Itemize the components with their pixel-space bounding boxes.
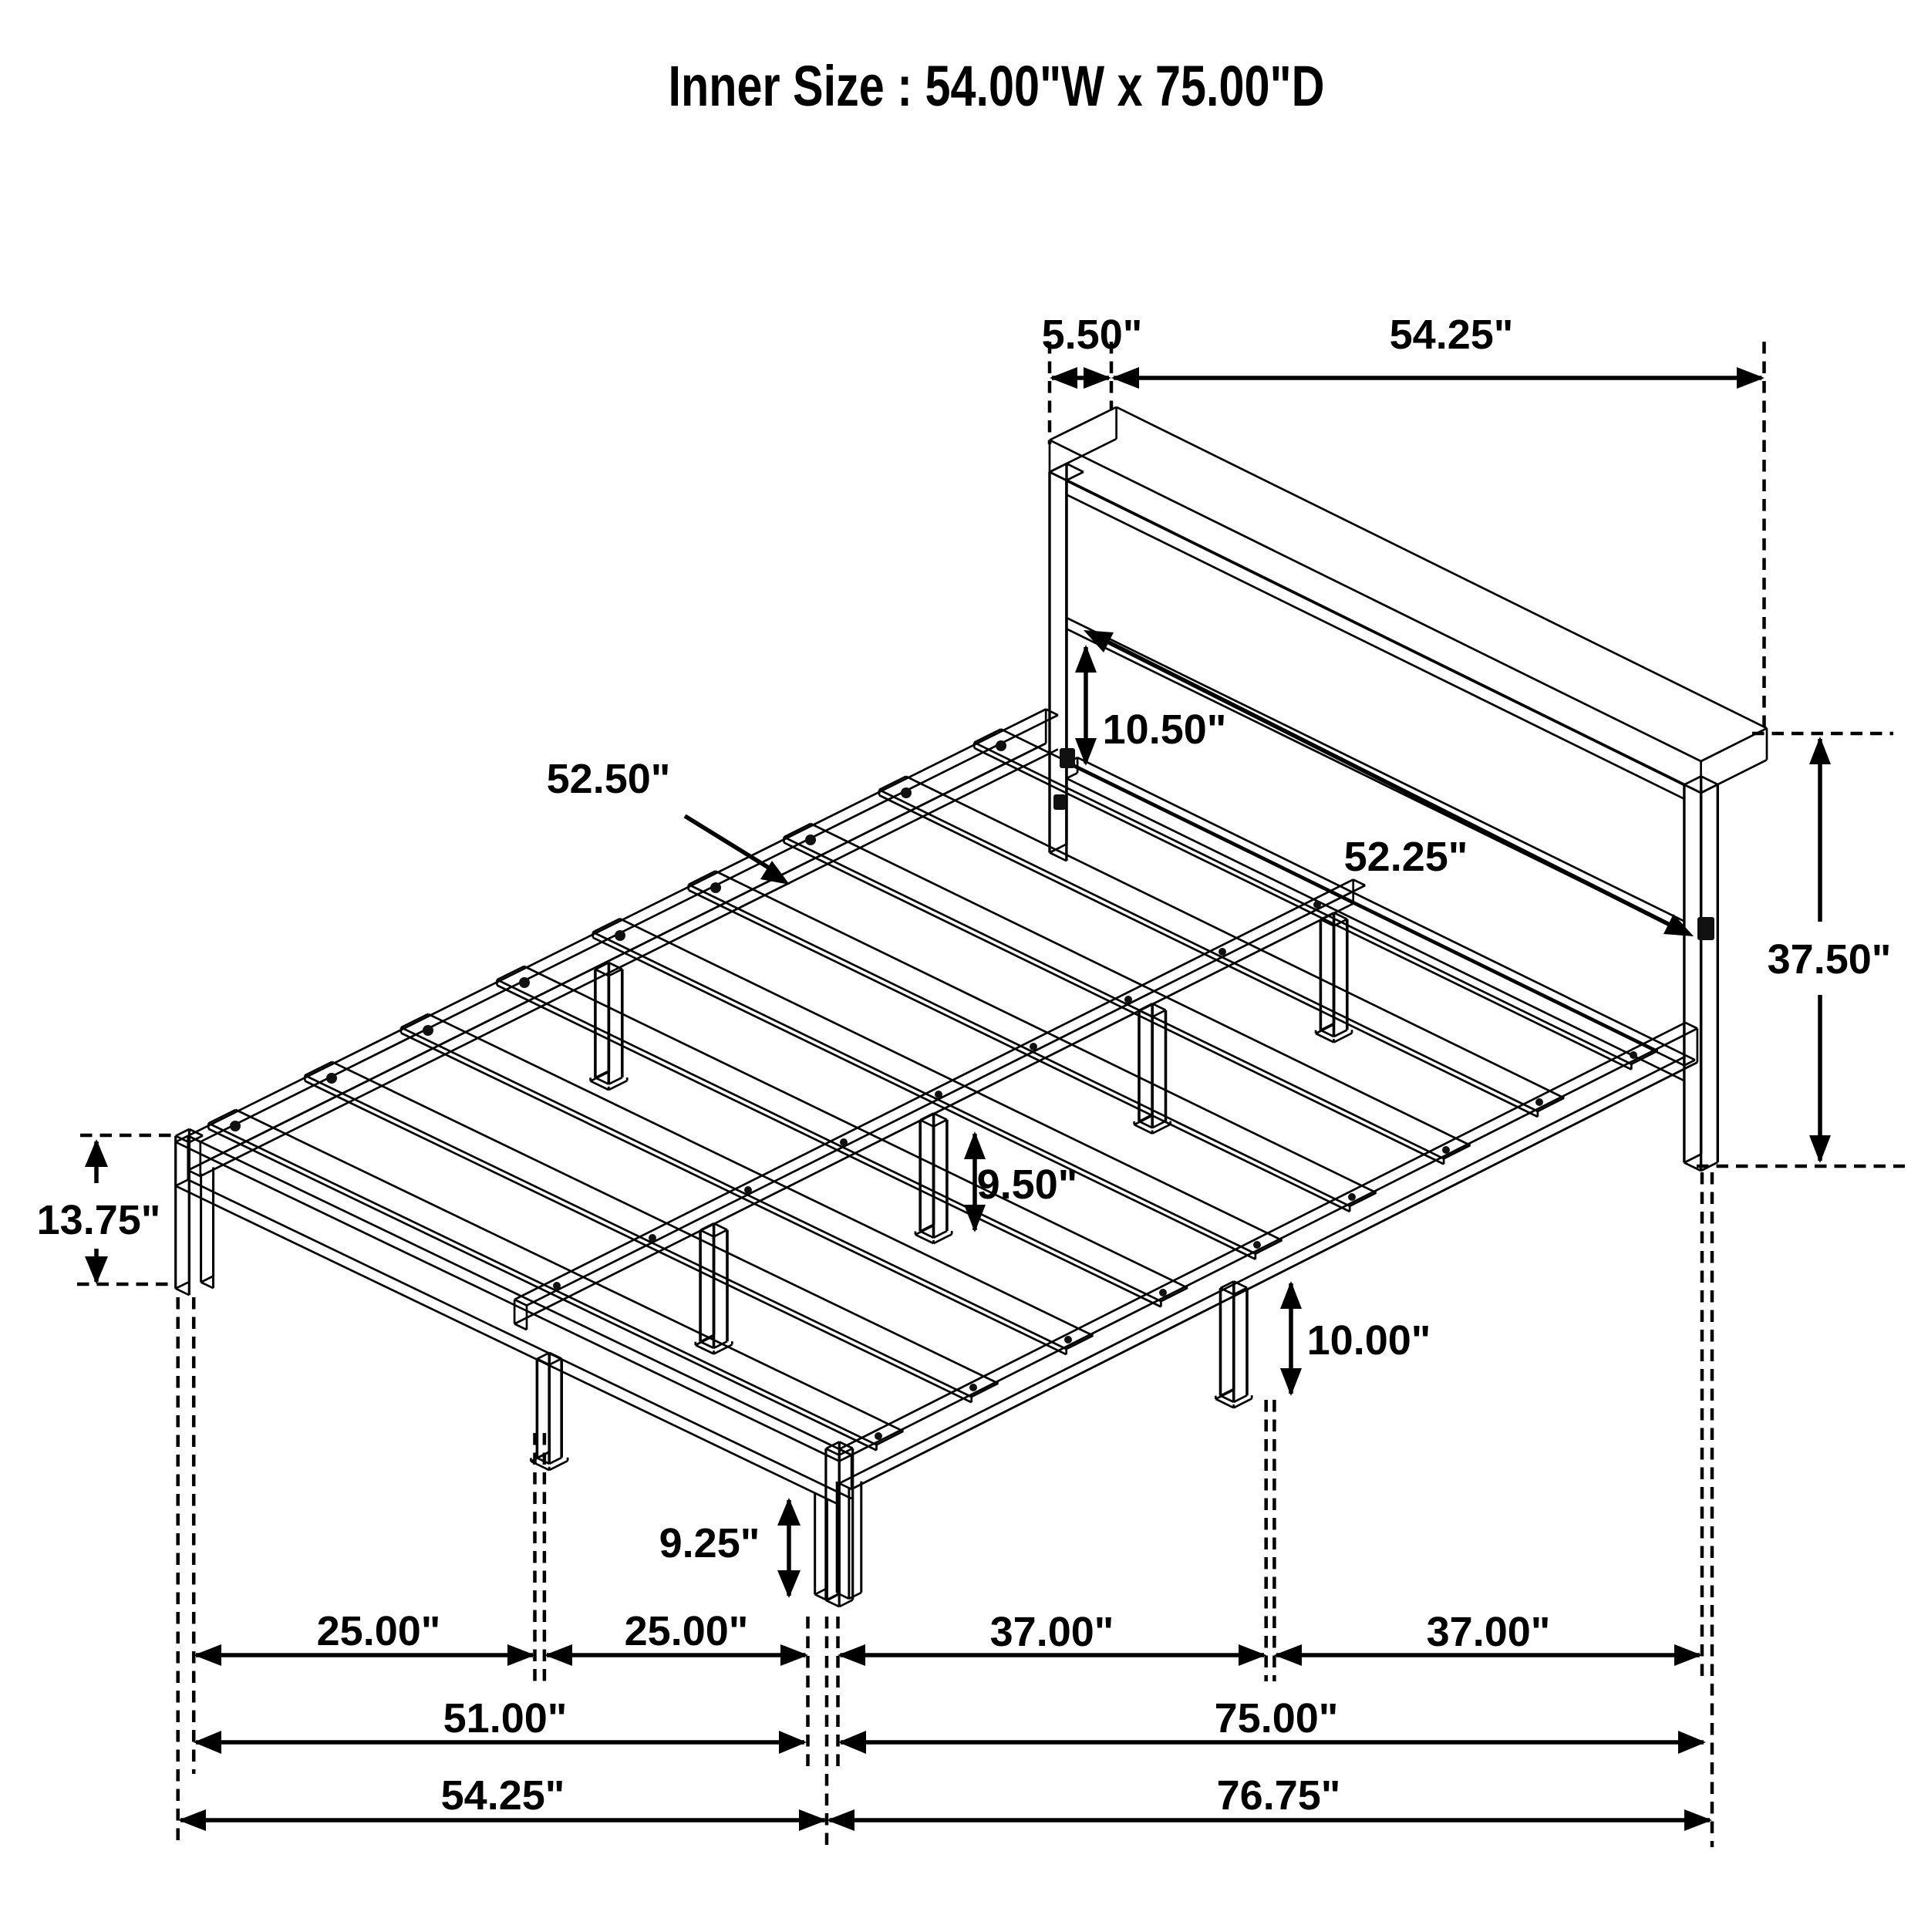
- svg-text:52.25": 52.25": [1344, 834, 1468, 880]
- svg-text:76.75": 76.75": [1217, 1772, 1341, 1819]
- svg-text:25.00": 25.00": [625, 1608, 749, 1654]
- svg-text:37.50": 37.50": [1768, 936, 1892, 983]
- svg-text:5.50": 5.50": [1042, 312, 1143, 358]
- svg-text:25.00": 25.00": [317, 1608, 441, 1654]
- svg-text:9.25": 9.25": [659, 1520, 760, 1566]
- svg-text:37.00": 37.00": [990, 1609, 1114, 1655]
- svg-text:52.50": 52.50": [547, 756, 671, 802]
- svg-text:Inner Size : 54.00"W x 75.00"D: Inner Size : 54.00"W x 75.00"D: [669, 54, 1325, 118]
- svg-text:37.00": 37.00": [1427, 1609, 1551, 1655]
- svg-text:13.75": 13.75": [37, 1197, 161, 1243]
- svg-text:54.25": 54.25": [1390, 312, 1514, 358]
- svg-text:9.50": 9.50": [977, 1162, 1078, 1208]
- svg-text:54.25": 54.25": [441, 1772, 565, 1819]
- svg-text:10.50": 10.50": [1103, 706, 1227, 753]
- svg-text:10.00": 10.00": [1307, 1317, 1431, 1364]
- svg-text:51.00": 51.00": [443, 1695, 568, 1741]
- svg-text:75.00": 75.00": [1215, 1695, 1339, 1741]
